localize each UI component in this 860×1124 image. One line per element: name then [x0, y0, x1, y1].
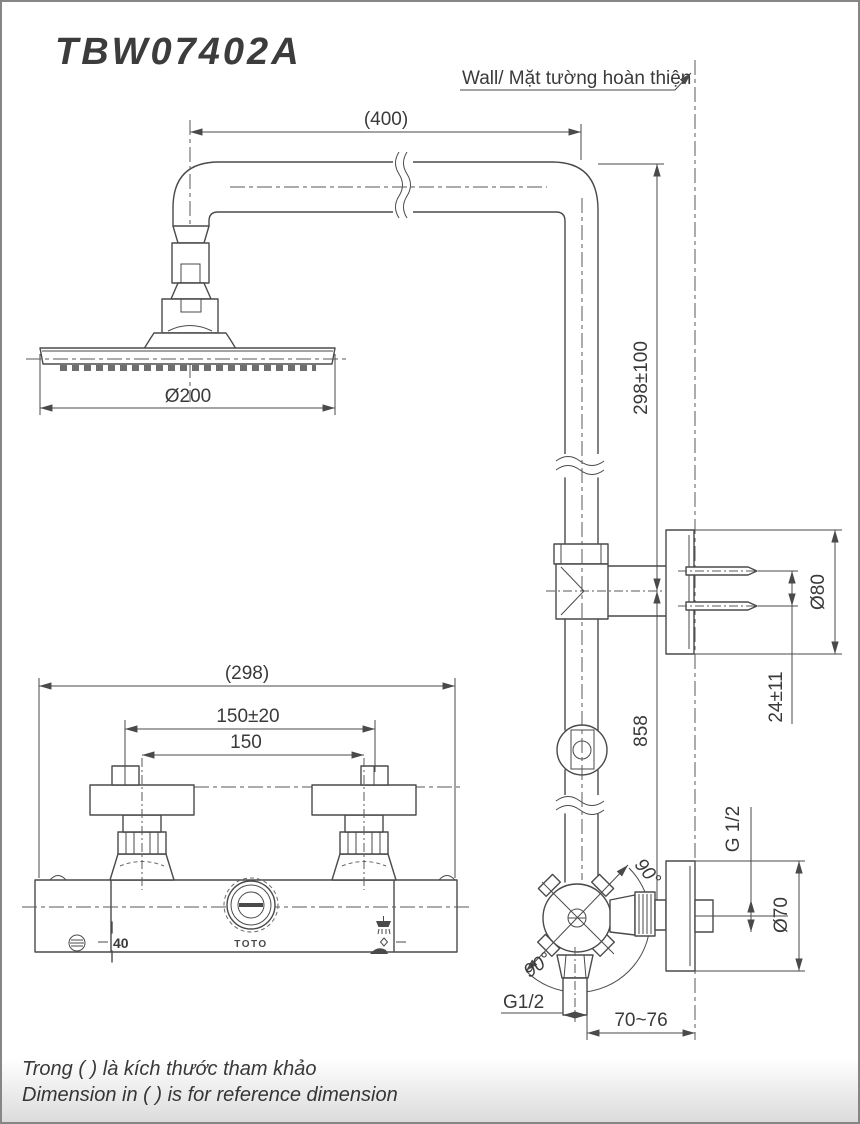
right-union — [311, 758, 417, 890]
left-union — [89, 758, 195, 890]
wall-finish-text: Wall/ Mặt tường hoàn thiện — [462, 68, 691, 89]
dim-thread-bottom: G1/2 — [501, 992, 587, 1019]
dim-union-tolerance-text: 150±20 — [216, 706, 279, 727]
dim-body-width: (298) — [38, 663, 456, 878]
dim-arm-length: (400) — [190, 109, 582, 160]
dim-pin-spacing: 24±11 — [758, 570, 798, 724]
dim-valve-height: 858 — [631, 591, 661, 914]
dim-body-width-text: (298) — [225, 663, 269, 684]
brand-logo: TOTO — [234, 939, 267, 950]
shower-head-connector — [143, 120, 237, 402]
wall-finish-label: Wall/ Mặt tường hoàn thiện — [460, 68, 692, 91]
dim-riser-height: 298±100 — [598, 163, 664, 591]
center-outlet-port — [223, 877, 279, 933]
flow-knob-markings — [370, 916, 406, 954]
dim-thread-top: G 1/2 — [723, 806, 755, 932]
mounting-pin-lower — [685, 601, 758, 611]
dim-wall-flange-text: Ø80 — [808, 574, 829, 610]
note-vietnamese: Trong ( ) là kích thước tham khảo — [22, 1058, 317, 1080]
riser-slip-nut — [553, 543, 609, 565]
valve-front-view: TOTO 40 — [22, 758, 470, 963]
dim-union-spacing: 150 — [142, 732, 364, 759]
dim-head-diameter-text: Ø200 — [165, 386, 211, 407]
wall-nipple — [634, 891, 656, 937]
overhead-shower-icon — [376, 916, 391, 935]
dim-valve-height-text: 858 — [631, 715, 652, 747]
screw-icon — [68, 934, 86, 952]
note-english: Dimension in ( ) is for reference dimens… — [22, 1084, 398, 1106]
shower-arm — [172, 151, 599, 458]
shower-head — [26, 347, 350, 371]
dim-wall-distance: 70~76 — [586, 990, 695, 1040]
dim-thread-top-text: G 1/2 — [723, 806, 744, 852]
swivel-diagonal — [525, 864, 629, 972]
diamond-icon — [379, 937, 389, 947]
dim-thread-bottom-text: G1/2 — [503, 992, 544, 1013]
dim-head-diameter: Ø200 — [39, 354, 336, 415]
swivel-angle-upper-text: 90° — [630, 855, 665, 891]
dim-lower-flange-text: Ø70 — [771, 897, 792, 933]
riser-pipe — [546, 198, 667, 883]
dim-union-spacing-tolerance: 150±20 — [124, 706, 376, 772]
product-code: TBW07402A — [55, 31, 302, 73]
spout-icon — [370, 948, 388, 954]
upper-wall-flange — [665, 529, 764, 655]
dim-union-spacing-text: 150 — [230, 732, 262, 753]
wall-leader-arrow — [674, 72, 692, 91]
dim-wall-distance-text: 70~76 — [614, 1010, 667, 1031]
dim-wall-flange-diameter: Ø80 — [694, 529, 842, 655]
dim-lower-flange-diameter: Ø70 — [695, 860, 805, 972]
lower-wall-flange — [665, 860, 788, 972]
dim-riser-height-text: 298±100 — [631, 341, 652, 415]
temperature-knob-markings: 40 — [68, 921, 129, 963]
temperature-mark-40: 40 — [113, 935, 129, 951]
mounting-pin-upper — [685, 566, 758, 576]
dim-arm-length-text: (400) — [364, 109, 408, 130]
dim-pin-spacing-text: 24±11 — [766, 671, 787, 722]
